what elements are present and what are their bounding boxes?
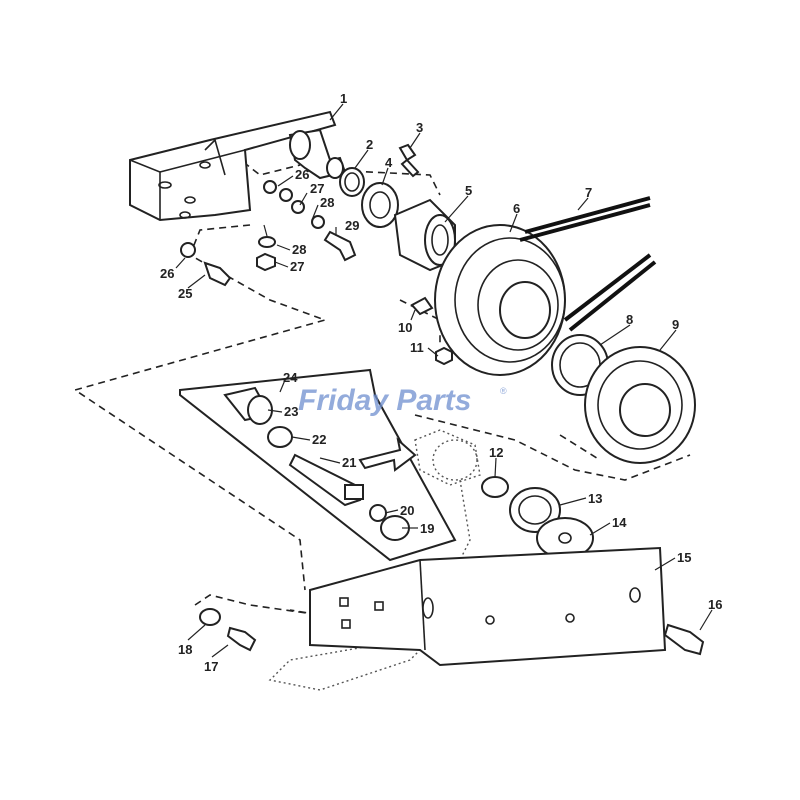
callout-26b: 26 xyxy=(295,167,309,182)
callout-27b: 27 xyxy=(290,259,304,274)
part-1-upper-bracket xyxy=(129,110,347,222)
callout-14: 14 xyxy=(612,515,627,530)
callout-12: 12 xyxy=(489,445,503,460)
callout-2: 2 xyxy=(366,137,373,152)
callout-16: 16 xyxy=(708,597,722,612)
watermark: Friday Parts ® xyxy=(298,384,507,417)
assembly-dashed-outline-lower xyxy=(194,594,321,616)
part-18-washer xyxy=(199,608,221,626)
callout-22: 22 xyxy=(312,432,326,447)
watermark-text: Friday Parts xyxy=(298,384,471,417)
callout-28b: 28 xyxy=(292,242,306,257)
callout-9: 9 xyxy=(672,317,679,332)
callout-3: 3 xyxy=(416,120,423,135)
part-3-bolt xyxy=(398,143,420,178)
callout-24: 24 xyxy=(283,370,298,385)
assembly-dashed-outline-right xyxy=(414,414,691,481)
assembly-dashed-outline-upper xyxy=(73,139,328,591)
callout-28a: 28 xyxy=(320,195,334,210)
callout-20: 20 xyxy=(400,503,414,518)
part-17-bolt xyxy=(226,626,257,652)
part-15-lower-bracket xyxy=(309,546,667,667)
callout-26a: 26 xyxy=(160,266,174,281)
callout-10: 10 xyxy=(398,320,412,335)
part-5-hub xyxy=(393,198,456,272)
part-6-large-pulley xyxy=(434,224,566,376)
part-4-bearing xyxy=(361,182,399,228)
callout-6: 6 xyxy=(513,201,520,216)
hardware-26-27-28-upper xyxy=(180,180,325,287)
callout-19: 19 xyxy=(420,521,434,536)
callout-13: 13 xyxy=(588,491,602,506)
part-16-bolt xyxy=(663,623,705,656)
callout-18: 18 xyxy=(178,642,192,657)
callout-27a: 27 xyxy=(310,181,324,196)
callout-1: 1 xyxy=(340,91,347,106)
part-12-washer xyxy=(481,476,509,498)
callout-labels: 1 2 3 4 5 6 7 8 9 10 11 12 13 14 15 16 1… xyxy=(160,91,722,674)
watermark-registered-mark: ® xyxy=(500,386,507,396)
callout-29: 29 xyxy=(345,218,359,233)
callout-23: 23 xyxy=(284,404,298,419)
callout-17: 17 xyxy=(204,659,218,674)
part-29-bolt xyxy=(323,230,357,262)
callout-21: 21 xyxy=(342,455,356,470)
phantom-rear-assembly xyxy=(268,429,481,691)
part-9-small-pulley xyxy=(584,346,696,464)
callout-25: 25 xyxy=(178,286,192,301)
part-13-seal xyxy=(509,487,561,533)
callout-7: 7 xyxy=(585,185,592,200)
part-7-belts xyxy=(519,196,657,332)
callout-4: 4 xyxy=(385,155,393,170)
part-11-nut xyxy=(435,346,453,366)
leader-lines xyxy=(175,103,713,658)
part-2-seal-ring xyxy=(339,167,365,197)
callout-15: 15 xyxy=(677,550,691,565)
callout-11: 11 xyxy=(410,340,424,355)
part-10-bolt xyxy=(410,296,434,316)
callout-5: 5 xyxy=(465,183,472,198)
callout-8: 8 xyxy=(626,312,633,327)
